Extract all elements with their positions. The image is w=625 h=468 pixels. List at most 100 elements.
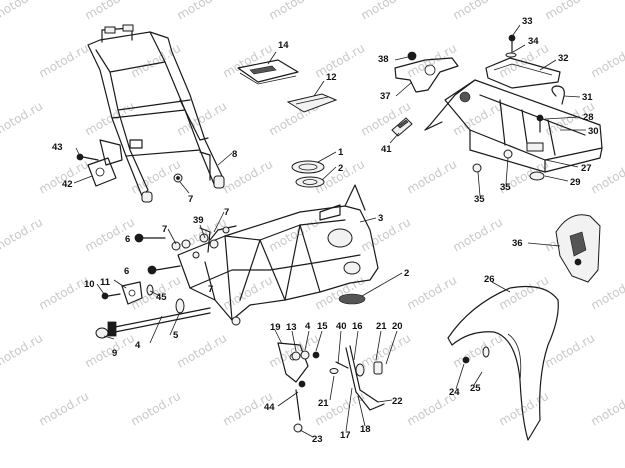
watermark-text: motod.ru <box>312 41 367 81</box>
watermark-text: motod.ru <box>358 331 413 371</box>
callout-7-frame: 7 <box>208 284 213 295</box>
watermark-text: motod.ru <box>0 99 45 139</box>
watermark-text: motod.ru <box>174 0 229 23</box>
main-frame <box>177 184 379 326</box>
callout-22: 22 <box>392 396 403 407</box>
callout-12: 12 <box>326 72 337 83</box>
tray-fasteners <box>472 34 565 181</box>
watermark-text: motod.ru <box>404 157 459 197</box>
watermark-text: motod.ru <box>36 157 91 197</box>
watermark-text: motod.ru <box>496 273 551 313</box>
callout-19: 19 <box>270 322 281 333</box>
watermark-text: motod.ru <box>220 157 275 197</box>
watermark-text: motod.ru <box>82 0 137 23</box>
watermark-text: motod.ru <box>588 389 625 429</box>
watermark-text: motod.ru <box>404 273 459 313</box>
callout-23: 23 <box>312 434 323 445</box>
watermark-text: motod.ru <box>450 215 505 255</box>
watermark-text: motod.ru <box>312 273 367 313</box>
callout-8: 8 <box>232 149 237 160</box>
callout-labels: 1 2 2 3 4 4 5 6 6 7 7 7 7 8 9 10 11 12 1… <box>52 16 599 445</box>
foam-strip <box>391 117 413 137</box>
callout-4-stand: 4 <box>305 321 311 332</box>
callout-24: 24 <box>449 387 460 398</box>
callout-34: 34 <box>528 36 539 47</box>
callout-25: 25 <box>470 383 481 394</box>
watermark-text: motod.ru <box>358 0 413 23</box>
callout-10: 10 <box>84 279 95 290</box>
watermark-text: motod.ru <box>0 215 45 255</box>
battery-box-lid <box>485 57 561 89</box>
watermark-text: motod.ru <box>174 331 229 371</box>
callout-6-upper: 6 <box>125 234 130 245</box>
callout-9: 9 <box>112 348 117 359</box>
tail-light-unit <box>555 214 601 283</box>
watermark-text: motod.ru <box>0 0 45 23</box>
watermark-text: motod.ru <box>450 331 505 371</box>
callout-32: 32 <box>558 53 569 64</box>
document-bag <box>286 93 338 113</box>
callout-35-right: 35 <box>500 182 511 193</box>
callout-44: 44 <box>264 402 275 413</box>
callout-7-subframe: 7 <box>188 194 193 205</box>
watermark-text: motod.ru <box>128 389 183 429</box>
callout-20: 20 <box>392 321 403 332</box>
watermark-text: motod.ru <box>358 215 413 255</box>
callout-42: 42 <box>62 179 73 190</box>
callout-13: 13 <box>286 322 297 333</box>
callout-7-top: 7 <box>224 207 229 218</box>
rear-fender-tray <box>424 79 603 173</box>
bolt-7a <box>173 173 183 183</box>
callout-30: 30 <box>588 126 599 137</box>
watermark-text: motod.ru <box>588 157 625 197</box>
front-fender <box>447 285 559 441</box>
watermark-text: motod.ru <box>82 99 137 139</box>
leader-lines <box>73 24 586 438</box>
callout-28: 28 <box>583 112 594 123</box>
callout-14: 14 <box>278 40 289 51</box>
callout-41: 41 <box>381 144 392 155</box>
callout-37: 37 <box>380 91 391 102</box>
callout-43: 43 <box>52 142 63 153</box>
callout-45: 45 <box>156 292 167 303</box>
watermark-text: motod.ru <box>36 389 91 429</box>
tail-light-bracket <box>394 51 459 93</box>
watermark-text: motod.ru <box>36 273 91 313</box>
watermark-text: motod.ru <box>36 41 91 81</box>
swingarm-pivot <box>95 281 211 339</box>
watermark-text: motod.ru <box>588 273 625 313</box>
callout-40: 40 <box>336 321 347 332</box>
callout-21-left: 21 <box>318 398 329 409</box>
callout-38: 38 <box>378 54 389 65</box>
callout-29: 29 <box>570 177 581 188</box>
watermark-text: motod.ru <box>588 41 625 81</box>
callout-18: 18 <box>360 424 371 435</box>
watermark-text: motod.ru <box>0 331 45 371</box>
callout-35-left: 35 <box>474 194 485 205</box>
callout-39: 39 <box>193 215 204 226</box>
tool-kit-pouch <box>237 59 299 85</box>
side-stand-assembly <box>277 342 385 433</box>
callout-36: 36 <box>512 238 523 249</box>
callout-3: 3 <box>378 213 383 224</box>
watermark-text: motod.ru <box>542 0 597 23</box>
callout-21-right: 21 <box>376 321 387 332</box>
watermark-text: motod.ru <box>266 0 321 23</box>
rear-subframe <box>87 24 225 203</box>
watermark-text: motod.ru <box>128 41 183 81</box>
callout-16: 16 <box>352 321 363 332</box>
callout-1: 1 <box>338 147 344 158</box>
callout-2: 2 <box>338 163 343 174</box>
watermark-text: motod.ru <box>82 331 137 371</box>
callout-15: 15 <box>317 321 328 332</box>
engine-mount-bolts <box>134 226 230 275</box>
watermark-text: motod.ru <box>542 331 597 371</box>
watermark-text: motod.ru <box>266 331 321 371</box>
callout-11: 11 <box>100 277 111 288</box>
callout-27: 27 <box>581 163 592 174</box>
callout-26: 26 <box>484 274 495 285</box>
license-bracket <box>76 153 117 187</box>
bearing-parts <box>291 160 366 305</box>
